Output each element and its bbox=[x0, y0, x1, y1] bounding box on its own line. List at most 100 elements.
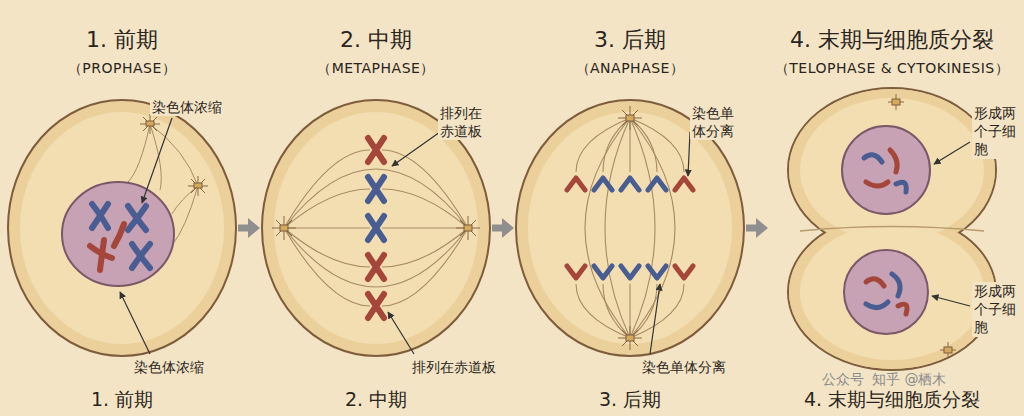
illustration-part bbox=[368, 138, 384, 162]
illustration-part bbox=[866, 302, 888, 308]
illustration-part bbox=[630, 118, 655, 338]
phase-caption: 4. 末期与细胞质分裂 bbox=[804, 388, 980, 411]
illustration-part bbox=[888, 94, 956, 358]
illustration-part bbox=[567, 178, 585, 190]
phase-caption: 2. 中期 bbox=[345, 388, 407, 411]
illustration-part bbox=[172, 186, 198, 245]
illustration-part bbox=[932, 296, 970, 306]
illustration-part bbox=[382, 228, 468, 267]
illustration-part bbox=[194, 183, 202, 188]
watermark: 公众号 bbox=[822, 370, 864, 388]
illustration-part bbox=[576, 118, 630, 172]
phase-node: 2. 中期（METAPHASE） bbox=[260, 24, 492, 356]
illustration-part bbox=[567, 266, 585, 278]
illustration-part bbox=[675, 178, 693, 190]
illustration-part bbox=[368, 138, 384, 318]
illustration-part bbox=[594, 266, 612, 278]
illustration-part bbox=[284, 228, 370, 267]
callout-label: 排列在赤道板 bbox=[438, 104, 484, 140]
illustration-part bbox=[866, 279, 884, 286]
illustration-part bbox=[576, 118, 684, 338]
watermark: 知乎 @栖木 bbox=[872, 370, 946, 388]
callout-label: 染色体浓缩 bbox=[132, 358, 206, 376]
telophase-cell bbox=[788, 88, 996, 370]
illustration-part bbox=[626, 115, 634, 121]
illustration-part bbox=[284, 227, 370, 228]
illustration-part bbox=[142, 118, 172, 203]
illustration-part bbox=[62, 182, 174, 286]
illustration-part bbox=[90, 204, 150, 270]
illustration-part bbox=[262, 100, 490, 356]
illustration-part bbox=[789, 89, 995, 251]
illustration-part bbox=[150, 124, 198, 186]
phase-subheading: （TELOPHASE & CYTOKINESIS） bbox=[768, 58, 1016, 78]
illustration-part bbox=[392, 132, 440, 166]
illustration-part bbox=[890, 150, 897, 172]
illustration-part bbox=[626, 335, 634, 341]
illustration-part bbox=[368, 177, 384, 201]
illustration-part bbox=[896, 182, 906, 192]
illustration-part bbox=[388, 312, 414, 354]
illustration-part bbox=[284, 189, 370, 228]
callout-label: 染色单体分离 bbox=[690, 104, 736, 140]
illustration-part bbox=[528, 112, 732, 344]
illustration-part bbox=[274, 112, 478, 344]
illustration-part bbox=[888, 94, 904, 110]
phase-caption: 3. 后期 bbox=[599, 388, 661, 411]
illustration-part bbox=[368, 255, 384, 279]
illustration-part bbox=[382, 227, 468, 228]
callout-label: 形成两个子细胞 bbox=[972, 104, 1018, 159]
illustration-part bbox=[934, 142, 970, 164]
illustration-part bbox=[284, 169, 468, 228]
illustration-part bbox=[576, 284, 630, 338]
illustration-part bbox=[618, 106, 642, 350]
illustration-part bbox=[382, 189, 468, 228]
illustration-part bbox=[284, 150, 370, 228]
illustration-part bbox=[864, 150, 907, 314]
illustration-part bbox=[630, 118, 675, 338]
illustration-part bbox=[940, 342, 956, 358]
illustration-part bbox=[630, 118, 684, 172]
prophase-cell bbox=[8, 100, 236, 356]
phase-node: 1. 前期 （PROPHASE） bbox=[6, 24, 238, 356]
illustration-part bbox=[585, 118, 630, 338]
callout-label: 染色单体分离 bbox=[640, 358, 728, 376]
illustration-part bbox=[188, 176, 208, 196]
illustration-part bbox=[892, 274, 900, 296]
illustration-part bbox=[618, 106, 642, 130]
phase-node: 3. 后期（ANAPHASE） bbox=[514, 24, 746, 356]
arrow-head bbox=[248, 218, 260, 238]
phase-arrow bbox=[238, 218, 260, 238]
illustration-part bbox=[8, 100, 236, 356]
arrow-shaft bbox=[238, 225, 249, 232]
illustration-part bbox=[368, 216, 384, 240]
illustration-part bbox=[464, 225, 472, 231]
illustration-part bbox=[272, 216, 480, 240]
illustration-part bbox=[120, 292, 150, 354]
illustration-part bbox=[567, 178, 693, 278]
arrow-head bbox=[502, 218, 514, 238]
illustration-part bbox=[789, 215, 995, 369]
phase-heading: 4. 末期与细胞质分裂 bbox=[768, 26, 1016, 54]
illustration-part bbox=[128, 206, 146, 230]
callout-label: 染色体浓缩 bbox=[150, 98, 224, 116]
phase-subheading: （PROPHASE） bbox=[6, 58, 238, 78]
illustration-part bbox=[800, 98, 984, 242]
illustration-part bbox=[898, 304, 907, 314]
phase-heading: 1. 前期 bbox=[6, 26, 238, 54]
illustration-part bbox=[132, 244, 150, 268]
illustration-part bbox=[382, 150, 468, 228]
illustration-part bbox=[368, 294, 384, 318]
illustration-part bbox=[675, 266, 693, 278]
illustration-part bbox=[842, 126, 930, 214]
metaphase-cell bbox=[262, 100, 490, 356]
illustration-part bbox=[800, 224, 984, 360]
illustration-part bbox=[594, 178, 612, 190]
arrow-head bbox=[756, 218, 768, 238]
illustration-part bbox=[114, 224, 124, 246]
illustration-part bbox=[621, 266, 639, 278]
arrow-shaft bbox=[746, 225, 757, 232]
illustration-part bbox=[382, 228, 468, 306]
phase-arrow bbox=[746, 218, 768, 238]
phase-heading: 3. 后期 bbox=[514, 26, 746, 54]
